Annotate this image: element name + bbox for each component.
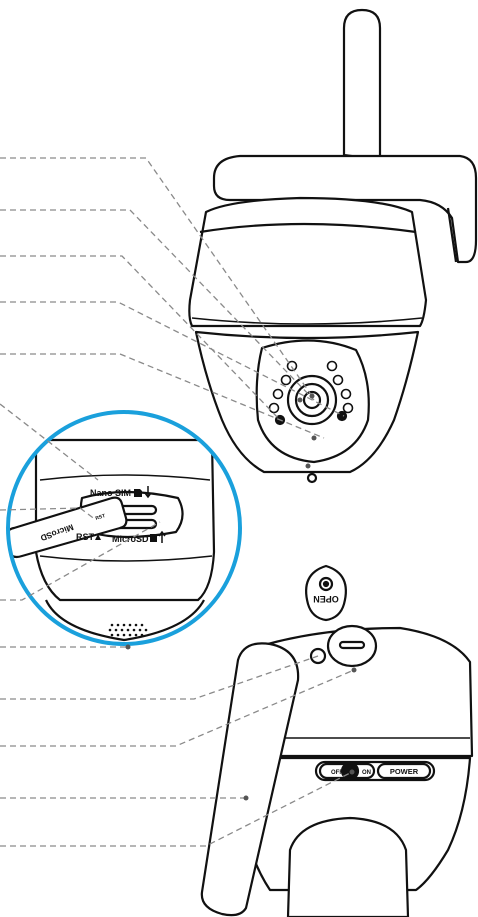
leader-line-11 bbox=[0, 669, 355, 747]
rst-slot-label: RST bbox=[95, 513, 106, 522]
leader-line-13 bbox=[0, 771, 353, 847]
leader-line-7 bbox=[0, 507, 97, 521]
camera-body-upper bbox=[188, 196, 428, 328]
leader-line-6 bbox=[0, 403, 99, 481]
leader-line-2 bbox=[0, 209, 315, 401]
nano-sim-label: Nano SIM bbox=[90, 488, 131, 498]
leader-line-1 bbox=[0, 157, 313, 397]
sensor-right-icon bbox=[336, 410, 348, 422]
antenna-top bbox=[342, 8, 382, 162]
inset-ring bbox=[6, 410, 242, 646]
camera-rear-view bbox=[200, 564, 474, 917]
slot-detail-inset: Nano SIM RST RST MicroSD MicroSD bbox=[6, 410, 242, 646]
arrow-down-icon bbox=[144, 486, 152, 499]
rear-dome bbox=[286, 816, 410, 917]
leader-lines bbox=[0, 157, 355, 847]
leader-dots bbox=[125, 393, 357, 801]
on-label: ON bbox=[362, 770, 371, 776]
leader-line-8 bbox=[0, 521, 161, 601]
arrow-up-icon bbox=[158, 530, 166, 543]
microsd-label: MicroSD bbox=[112, 534, 149, 544]
leader-line-5 bbox=[0, 353, 325, 439]
open-label: OPEN bbox=[313, 594, 339, 604]
sd-card-icon bbox=[150, 534, 157, 542]
leader-line-10 bbox=[0, 655, 319, 700]
rear-body-upper bbox=[236, 626, 474, 758]
off-label: OFF bbox=[331, 770, 343, 776]
antenna-side bbox=[200, 642, 300, 917]
mount-cap bbox=[212, 154, 478, 264]
camera-front-view bbox=[188, 8, 478, 484]
power-label: POWER bbox=[390, 767, 419, 776]
power-button bbox=[376, 762, 432, 780]
leader-line-3 bbox=[0, 255, 281, 421]
triangle-up-icon bbox=[95, 534, 101, 540]
microsd-card bbox=[8, 496, 128, 559]
rst-label: RST bbox=[76, 532, 95, 542]
sim-card-icon bbox=[134, 489, 142, 497]
open-cap bbox=[305, 564, 347, 622]
